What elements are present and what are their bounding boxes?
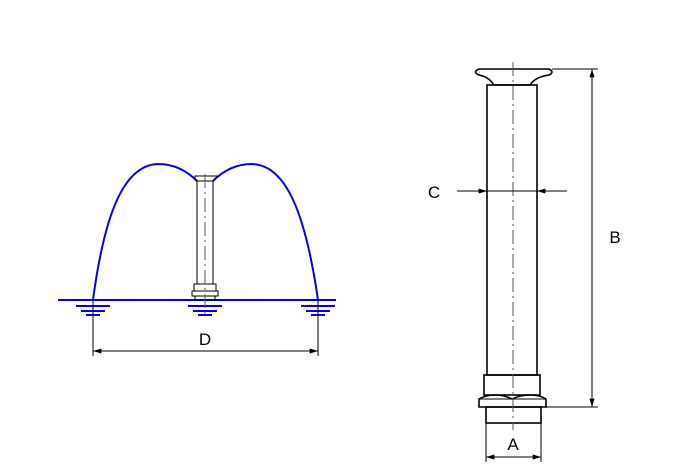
spray-pattern-view: D: [58, 162, 336, 356]
right-spray-arc: [212, 162, 319, 301]
dimension-label-C: C: [428, 183, 440, 202]
dimension-B: B: [546, 68, 621, 408]
nozzle-tube: [486, 84, 538, 376]
nozzle-nut: [483, 374, 541, 396]
left-spray-arc: [92, 162, 198, 301]
dimension-C: C: [428, 183, 567, 202]
nozzle-cap: [474, 68, 553, 86]
nozzle-detail-view: B C A: [428, 62, 621, 462]
dimension-label-B: B: [609, 228, 620, 247]
dimension-A: A: [485, 423, 542, 462]
small-nozzle: [191, 174, 219, 318]
dimension-D: D: [92, 300, 319, 356]
dimension-label-A: A: [507, 435, 519, 454]
dimension-label-D: D: [199, 330, 211, 349]
